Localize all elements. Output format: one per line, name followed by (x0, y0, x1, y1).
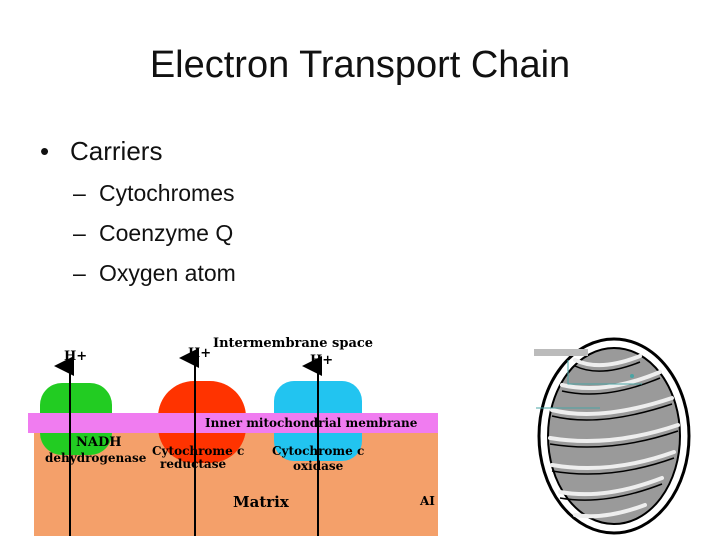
intermembrane-label: Intermembrane space (213, 336, 373, 351)
cristae-outline (549, 361, 679, 501)
sub-item-label: Cytochromes (99, 180, 235, 206)
h-mid-label: H+ (188, 346, 211, 361)
bullet-dot: • (40, 136, 50, 166)
nadh-label: NADH (76, 435, 122, 450)
dash: – (73, 260, 86, 286)
sub-item-label: Oxygen atom (99, 260, 236, 286)
dehydrogenase-label: dehydrogenase (45, 451, 147, 465)
dash: – (73, 220, 86, 246)
cut-label: AI (419, 494, 435, 508)
cyt-reductase-label-1: Cytochrome c (152, 444, 244, 458)
cyt-oxidase-label-2: oxidase (293, 459, 344, 473)
sub-item-cytochromes: –Cytochromes (73, 180, 234, 207)
pointer-lines (536, 360, 642, 409)
inner-membrane-shape (547, 347, 681, 525)
inner-membrane (28, 413, 438, 433)
mitochondrion-illustration (534, 337, 691, 535)
sub-item-oxygen: –Oxygen atom (73, 260, 236, 287)
cyt-oxidase-label-1: Cytochrome c (272, 444, 364, 458)
inner-membrane-label: Inner mitochondrial membrane (205, 416, 418, 430)
cristae (548, 354, 680, 519)
cyt-reductase-label-2: reductase (160, 457, 226, 471)
sub-item-label: Coenzyme Q (99, 220, 234, 246)
bullet-carriers: • Carriers (40, 136, 162, 167)
dash: – (73, 180, 86, 206)
h-left-label: H+ (64, 349, 87, 364)
sub-item-coenzyme-q: –Coenzyme Q (73, 220, 233, 247)
pointer-dot (630, 374, 634, 378)
mito-label-blur (534, 349, 588, 356)
h-right-label: H+ (310, 353, 333, 368)
bullet-label: Carriers (70, 136, 163, 166)
slide-title: Electron Transport Chain (149, 44, 571, 86)
matrix-label: Matrix (233, 493, 290, 511)
